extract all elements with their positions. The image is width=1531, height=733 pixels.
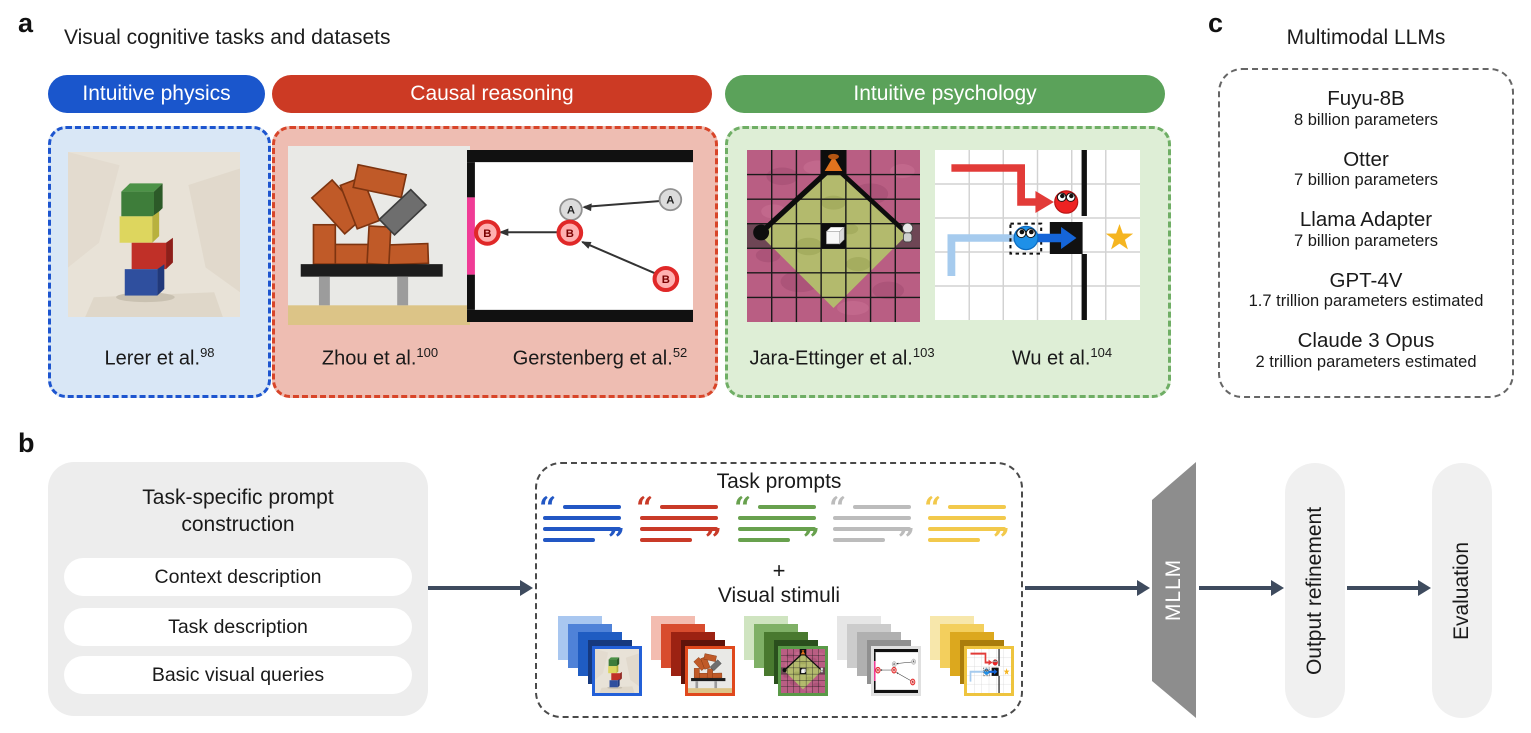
quote-block-physics-icon: “” (539, 491, 625, 558)
arrow-output-to-evaluation (1347, 580, 1431, 596)
dataset-box-intuitive-psychology: Jara-Ettinger et al.103 Wu et al.104 (725, 126, 1171, 398)
block-tower-photo (68, 152, 240, 317)
panel-c-title: Multimodal LLMs (1286, 26, 1446, 49)
quote-block-gray-icon: “” (829, 491, 915, 558)
prompt-construction-box: Task-specific prompt construction Contex… (48, 462, 428, 716)
arrow-construction-to-prompts (428, 580, 533, 596)
mllm-trapezoid (1152, 462, 1196, 718)
stimuli-stack-causal-bricks (651, 616, 741, 704)
mllm-list-box: Fuyu-8B 8 billion parameters Otter 7 bil… (1218, 68, 1514, 398)
stimuli-stack-agents (930, 616, 1020, 704)
quote-block-causal-icon: “” (636, 491, 722, 558)
citation-gerstenberg: Gerstenberg et al.52 (512, 345, 688, 370)
dataset-box-intuitive-physics: Lerer et al.98 (48, 126, 271, 398)
gridworld-terrain-image (747, 150, 920, 322)
stimuli-stack-physics (558, 616, 648, 704)
panel-a-label: a (18, 8, 34, 38)
evaluation-pill: Evaluation (1432, 463, 1492, 718)
agents-maze-image (935, 150, 1140, 320)
stimuli-stack-collision (837, 616, 927, 704)
visual-stimuli-title: Visual stimuli (717, 584, 841, 607)
panel-c-label: c (1208, 8, 1224, 38)
quote-block-yellow-icon: “” (924, 491, 1010, 558)
stimuli-front-gridworld (778, 646, 828, 696)
prompt-construction-title: Task-specific prompt construction (142, 486, 334, 537)
basic-visual-queries-pill: Basic visual queries (64, 656, 412, 694)
arrow-prompts-to-mllm (1025, 580, 1150, 596)
dataset-box-causal-reasoning: Zhou et al.100 Gerstenberg et al.52 (272, 126, 718, 398)
stimuli-front-bricks (685, 646, 735, 696)
panel-b-label: b (18, 428, 35, 458)
category-pill-intuitive-physics: Intuitive physics (48, 75, 265, 113)
panel-a-title: Visual cognitive tasks and datasets (64, 26, 391, 49)
model-fuyu: Fuyu-8B 8 billion parameters (1294, 87, 1438, 129)
stimuli-front-collision (871, 646, 921, 696)
mllm-label: MLLM (1162, 558, 1186, 622)
arrow-mllm-to-output (1199, 580, 1284, 596)
context-description-pill: Context description (64, 558, 412, 596)
task-prompts-box: Task prompts “” “” “” “” “” + Visual sti… (535, 462, 1023, 718)
model-gpt4v: GPT-4V 1.7 trillion parameters estimated (1248, 268, 1484, 311)
model-llama-adapter: Llama Adapter 7 billion parameters (1294, 208, 1438, 250)
category-pill-intuitive-psychology: Intuitive psychology (725, 75, 1165, 113)
citation-zhou: Zhou et al.100 (321, 345, 439, 370)
citation-lerer: Lerer et al.98 (104, 345, 215, 370)
model-otter: Otter 7 billion parameters (1294, 147, 1438, 190)
citation-jara-ettinger: Jara-Ettinger et al.103 (749, 345, 935, 370)
output-refinement-pill: Output refinement (1285, 463, 1345, 718)
task-prompts-title: Task prompts (716, 470, 842, 493)
task-description-pill: Task description (64, 608, 412, 646)
model-claude-3-opus: Claude 3 Opus 2 trillion parameters esti… (1255, 329, 1477, 371)
stimuli-front-tower (592, 646, 642, 696)
citation-wu: Wu et al.104 (1011, 345, 1113, 370)
plus-sign: + (772, 558, 786, 583)
ball-collision-image (467, 150, 693, 322)
category-pill-causal-reasoning: Causal reasoning (272, 75, 712, 113)
quote-block-psychology-icon: “” (734, 491, 820, 558)
stimuli-front-agents (964, 646, 1014, 696)
brick-stack-image (288, 146, 470, 325)
stimuli-stack-psychology-grid (744, 616, 834, 704)
